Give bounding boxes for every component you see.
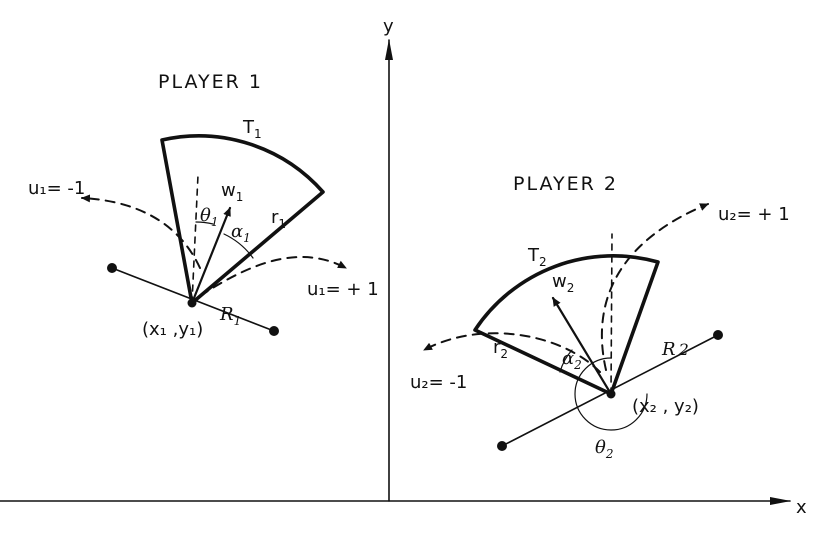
coordinate-axes: x y [0,16,807,518]
player-2-velocity-vector [551,296,613,396]
player-1-turn-left-arc [81,194,201,269]
player-2-rod-end-left [497,441,507,451]
x-axis-label: x [796,497,807,518]
player-1-position-label: (x₁ ,y₁) [142,319,203,340]
player-1-turn-right-arc [199,256,347,297]
player-2-turn-right-arc [600,203,709,371]
player-2-title: PLAYER 2 [513,173,618,195]
y-axis-label: y [383,16,394,37]
player-1-target-sector [160,134,325,305]
player-1-alpha-label: α1 [231,221,251,245]
player-2-rod-end-right [713,330,723,340]
player-2-target-sector [473,254,660,396]
player-2-velocity-label: w2 [552,271,574,295]
player-2-position-label: (x₂ , y₂) [632,396,699,417]
player-1-turn-left-label: u₁= -1 [28,178,85,199]
player-2-turn-left-label: u₂= -1 [410,372,467,393]
player-2-theta-label: θ2 [595,437,613,461]
player-2-radius-label: r2 [493,337,508,361]
player-1-rod-end-left [107,263,117,273]
player-1-target-label: T1 [242,117,262,141]
player-1-turn-right-label: u₁= + 1 [307,279,379,300]
player-2-alpha-label: α2 [562,348,582,372]
player-1-theta-label: θ1 [200,205,218,229]
player-1-theta-arc [195,221,214,225]
player-1-rod-label: R1 [219,304,241,328]
player-1-reference-line [191,174,199,304]
player-1-group: PLAYER 1 T1 w1 θ1 α1 r1 R1 (x₁ ,y₁) u₁= … [28,71,379,340]
player-2-target-label: T2 [527,245,547,269]
player-1-alpha-arc [223,233,254,259]
player-1-rod-end-right [269,326,279,336]
player-2-theta-circle [574,357,648,431]
player-1-velocity-vector [190,206,232,305]
player-1-velocity-label: w1 [221,180,243,204]
player-2-turn-right-label: u₂= + 1 [718,204,790,225]
player-1-radius-label: r1 [271,207,286,231]
player-1-title: PLAYER 1 [158,71,263,93]
player-2-turn-left-arc [423,332,601,373]
player-2-reference-line [610,233,613,395]
